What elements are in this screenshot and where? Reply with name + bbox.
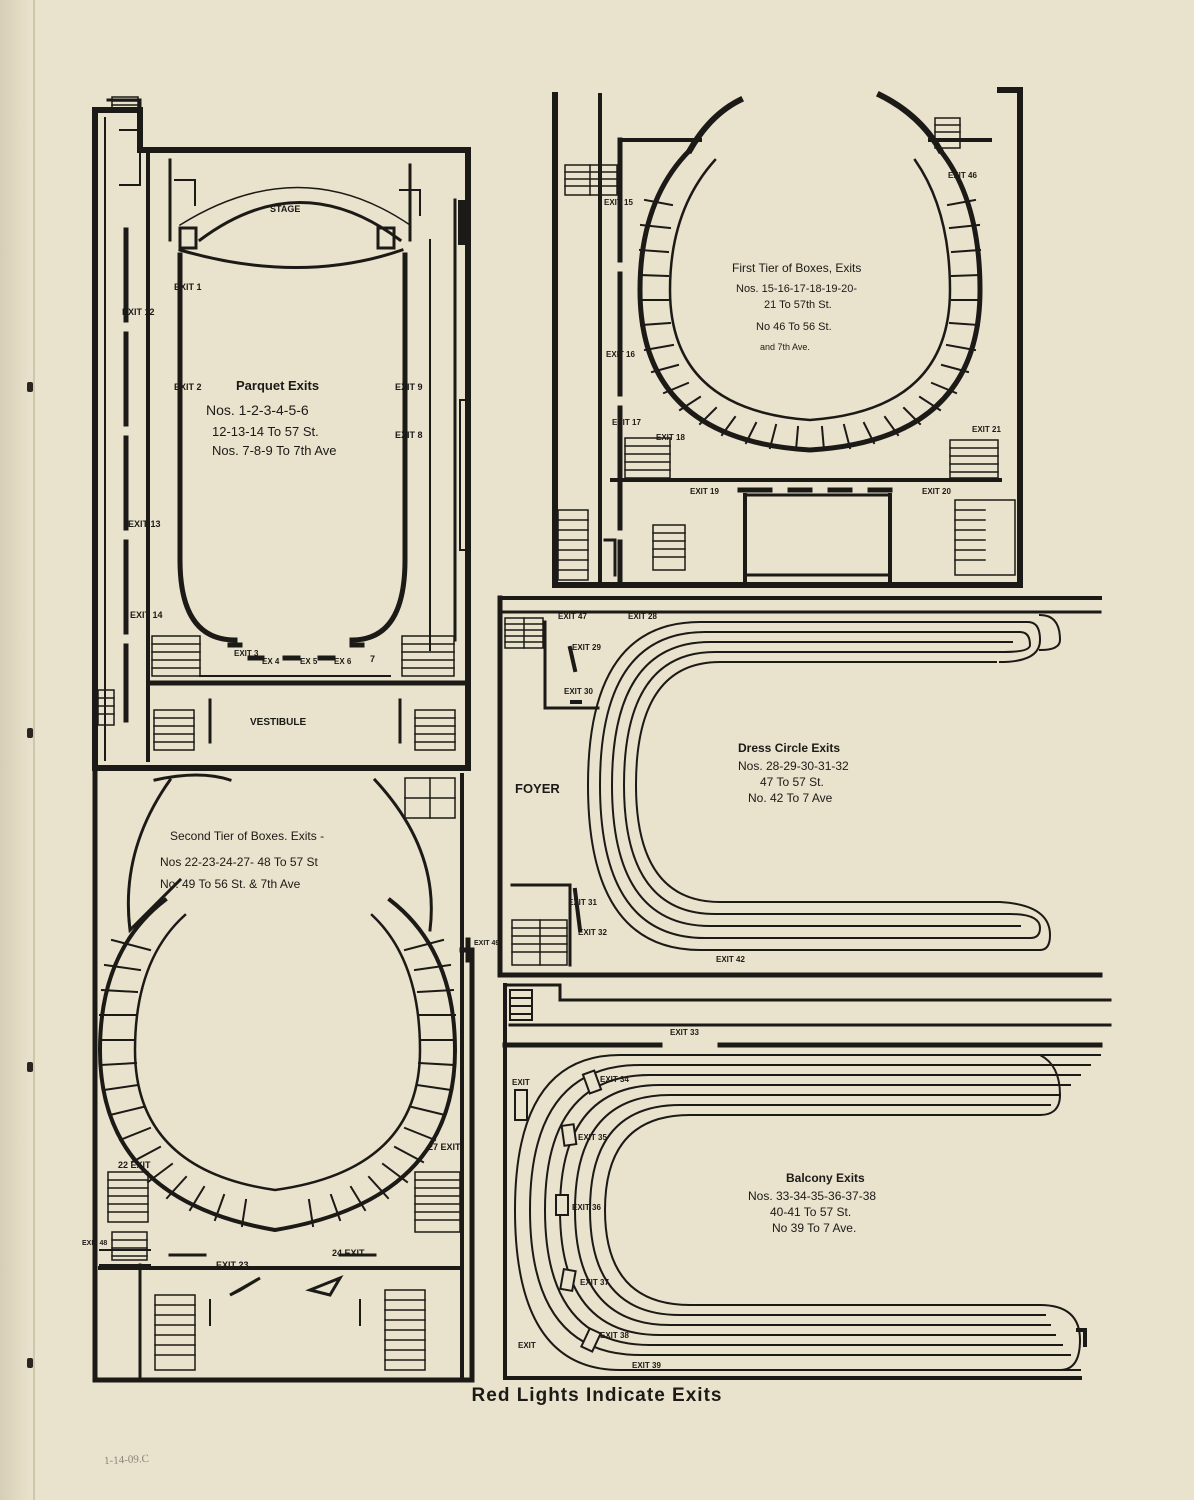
- staple-hole: [27, 1358, 33, 1368]
- archive-date-note: 1-14-09.C: [103, 1452, 150, 1468]
- exit-label: EXIT 2: [174, 382, 202, 392]
- exit-label: EXIT 35: [578, 1133, 607, 1142]
- binding-edge: [0, 0, 34, 1500]
- exit-label: EX 6: [334, 657, 352, 666]
- second-tier-line1: Nos 22-23-24-27- 48 To 57 St: [160, 855, 319, 869]
- exit-label: EXIT 42: [716, 955, 745, 964]
- dress-circle-line1: Nos. 28-29-30-31-32: [738, 759, 849, 773]
- footer-caption: Red Lights Indicate Exits: [471, 1385, 723, 1406]
- exit-label: EXIT 14: [130, 610, 163, 620]
- exit-label: EXIT 23: [216, 1260, 249, 1270]
- exit-label: EXIT 13: [128, 519, 161, 529]
- binding-fold: [33, 0, 35, 1500]
- exit-label: 22 EXIT: [118, 1160, 151, 1170]
- exit-label: 27 EXIT: [428, 1142, 461, 1152]
- exit-label: EXIT 9: [395, 382, 423, 392]
- exit-label: EXIT 38: [600, 1331, 629, 1340]
- parquet-line1: Nos. 1-2-3-4-5-6: [206, 402, 309, 418]
- exit-label: EXIT 31: [568, 898, 597, 907]
- balcony-line1: Nos. 33-34-35-36-37-38: [748, 1189, 876, 1203]
- exit-label: EXIT 37: [580, 1278, 609, 1287]
- exit-label: EX 5: [300, 657, 318, 666]
- exit-label: EXIT 46: [948, 171, 977, 180]
- exit-label: 24 EXIT: [332, 1248, 365, 1258]
- parquet-plan: [92, 96, 471, 771]
- parquet-line2: 12-13-14 To 57 St.: [212, 424, 319, 439]
- exit-label: EXIT 49: [474, 940, 499, 947]
- parquet-line3: Nos. 7-8-9 To 7th Ave: [212, 443, 337, 458]
- second-tier-plan: [92, 767, 475, 1383]
- balcony-line2: 40-41 To 57 St.: [770, 1205, 851, 1219]
- parquet-title: Parquet Exits: [236, 378, 319, 393]
- exit-label: EXIT 20: [922, 487, 951, 496]
- first-tier-line1: Nos. 15-16-17-18-19-20-: [736, 283, 857, 295]
- dress-circle-plan: [497, 595, 1103, 978]
- staple-hole: [27, 728, 33, 738]
- exit-label: EXIT: [512, 1078, 530, 1087]
- exit-label: EXIT 48: [82, 1240, 107, 1247]
- exit-label: EXIT 19: [690, 487, 719, 496]
- exit-label: EXIT 47: [558, 612, 587, 621]
- balcony-line3: No 39 To 7 Ave.: [772, 1221, 856, 1235]
- balcony-title: Balcony Exits: [786, 1171, 865, 1185]
- stage-label: STAGE: [270, 204, 300, 214]
- exit-label: EXIT 29: [572, 643, 601, 652]
- exit-label: EXIT 21: [972, 425, 1001, 434]
- second-tier-line2: No. 49 To 56 St. & 7th Ave: [160, 877, 301, 891]
- first-tier-title: First Tier of Boxes, Exits: [732, 261, 861, 275]
- exit-label: EXIT 32: [578, 928, 607, 937]
- dress-circle-line2: 47 To 57 St.: [760, 775, 824, 789]
- vestibule-label: VESTIBULE: [250, 717, 306, 728]
- exit-label: EX 4: [262, 657, 280, 666]
- exit-label: EXIT: [518, 1341, 536, 1350]
- foyer-label: FOYER: [515, 781, 560, 796]
- first-tier-plan: [552, 87, 1023, 588]
- exit-label: EXIT 15: [604, 198, 633, 207]
- exit-label: EXIT 16: [606, 350, 635, 359]
- second-tier-title: Second Tier of Boxes. Exits -: [170, 829, 324, 843]
- exit-label: EXIT 39: [632, 1361, 661, 1370]
- exit-label: EXIT 17: [612, 418, 641, 427]
- dress-circle-title: Dress Circle Exits: [738, 741, 840, 755]
- exit-label: EXIT 18: [656, 433, 685, 442]
- exit-label: EXIT 30: [564, 687, 593, 696]
- staple-hole: [27, 1062, 33, 1072]
- balcony-plan: [502, 983, 1112, 1380]
- exit-label: EXIT 36: [572, 1203, 601, 1212]
- exit-label: 7: [370, 654, 375, 664]
- exit-label: EXIT 1: [174, 282, 202, 292]
- dress-circle-line3: No. 42 To 7 Ave: [748, 791, 833, 805]
- exit-label: EXIT 28: [628, 612, 657, 621]
- exit-label: EXIT 12: [122, 307, 155, 317]
- exit-label: EXIT 3: [234, 649, 259, 658]
- exit-label: EXIT 33: [670, 1028, 699, 1037]
- exit-label: EXIT 8: [395, 430, 423, 440]
- first-tier-line4: and 7th Ave.: [760, 342, 810, 352]
- staple-hole: [27, 382, 33, 392]
- first-tier-line2: 21 To 57th St.: [764, 299, 832, 311]
- exit-label: EXIT 34: [600, 1075, 629, 1084]
- first-tier-line3: No 46 To 56 St.: [756, 321, 832, 333]
